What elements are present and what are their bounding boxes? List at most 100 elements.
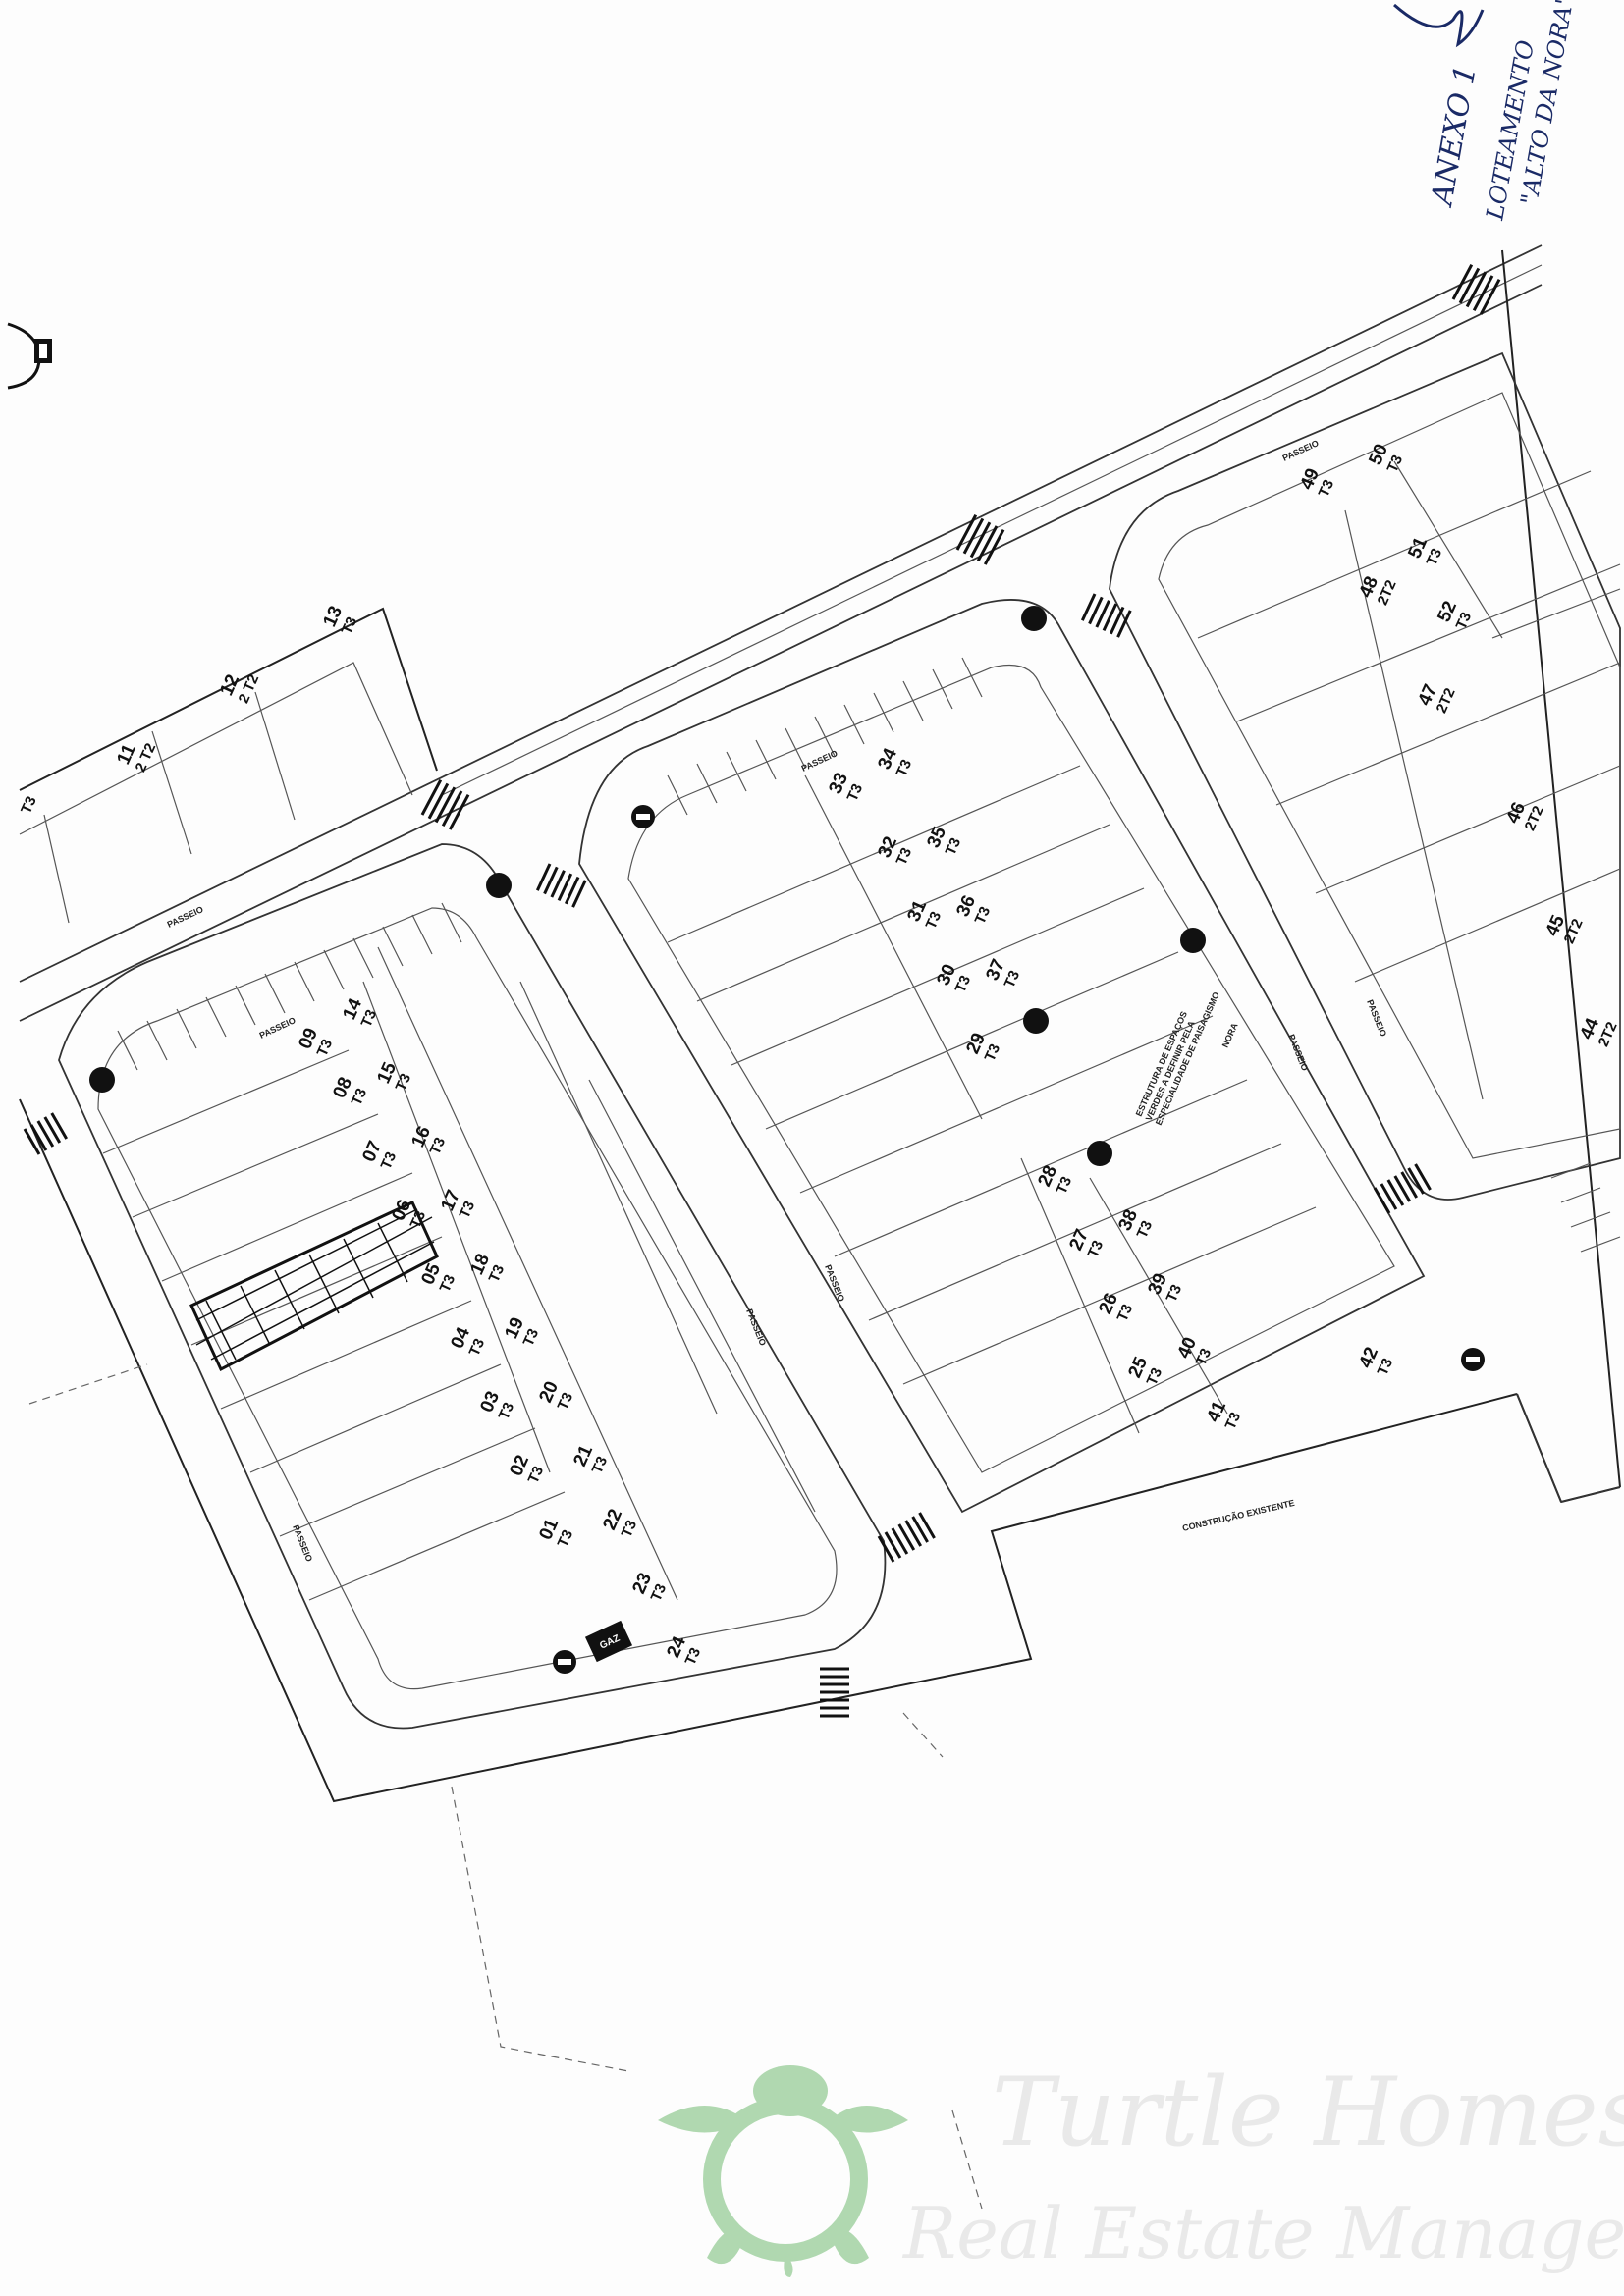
lot-typology: T3 [943, 835, 965, 858]
lot-typology: T3 [972, 904, 995, 927]
nora-label: NORA [1220, 1021, 1240, 1049]
lot-typology: T3 [339, 614, 361, 637]
construcao-label: CONSTRUÇÃO EXISTENTE [1181, 1498, 1295, 1533]
lot-typology: T3 [1375, 1356, 1397, 1378]
lot-typology: T3 [1453, 610, 1476, 632]
lot-typology: T3 [893, 757, 916, 779]
lot-typology: T3 [496, 1400, 518, 1422]
lot-label: 112 T2 [113, 741, 160, 774]
svg-text:PASSEIO: PASSEIO [800, 748, 839, 774]
lot-typology: T3 [1054, 1174, 1076, 1197]
lot-typology: T3 [349, 1086, 371, 1108]
lot-typology: T3 [923, 909, 946, 932]
tree-icon [1023, 1008, 1049, 1034]
tree-icon [1021, 606, 1047, 631]
lot-typology: T3 [393, 1071, 415, 1094]
svg-text:PASSEIO: PASSEIO [291, 1523, 314, 1563]
lot-typology: T3 [466, 1336, 489, 1359]
lot-typology: T3 [437, 1272, 460, 1295]
green-space-note: ESTRUTURA DE ESPAÇOS VERDES A DEFINIR PE… [1134, 990, 1221, 1127]
tree-icon [1180, 928, 1206, 953]
lot-typology: T3 [407, 1208, 430, 1231]
trees [89, 606, 1206, 1166]
lot-typology: T3 [682, 1645, 705, 1668]
block-b [578, 599, 1426, 1514]
lot-typology: T3 [555, 1390, 577, 1413]
utility-markers [553, 805, 1485, 1674]
lot-label: 122 T2 [216, 671, 262, 706]
turtle-logo-icon [658, 2065, 908, 2277]
crosswalks [23, 263, 1501, 1718]
lot-typology: 2 T2 [133, 741, 160, 774]
lot-typology: T3 [952, 973, 975, 995]
lot-typology: T3 [982, 1041, 1004, 1064]
lot-typology: T3 [520, 1326, 543, 1349]
lot-typology: T3 [1222, 1410, 1245, 1432]
lot-typology: T3 [1384, 453, 1407, 475]
signature [1393, 3, 1485, 48]
survey-lines [28, 1363, 983, 2210]
compass-icon [7, 322, 52, 390]
lot-typology: T3 [1164, 1282, 1186, 1305]
upper-left-strip [19, 607, 438, 924]
svg-text:Turtle Homes: Turtle Homes [992, 2057, 1624, 2167]
turtle-homes-watermark: Turtle Homes Real Estate Management [658, 2057, 1624, 2277]
lot-typology: T3 [314, 1037, 337, 1059]
lot-typology: T3 [486, 1262, 509, 1285]
tree-icon [1087, 1141, 1112, 1166]
lot-typology: T3 [427, 1135, 450, 1157]
lot-typology: T3 [619, 1518, 641, 1540]
main-road [19, 244, 1543, 1022]
lot-typology: T3 [1134, 1218, 1157, 1241]
lot-typology: T3 [589, 1454, 612, 1476]
annex-annotation: ANEXO 1 LOTEAMENTO "ALTO DA NORA" [1393, 0, 1580, 223]
lot-typology: T3 [648, 1581, 671, 1604]
lot-typology: T3 [358, 1007, 381, 1030]
annex-title: ANEXO 1 [1425, 63, 1484, 211]
lot-typology: T3 [1085, 1238, 1108, 1260]
lot-typology: T3 [1001, 968, 1024, 990]
svg-text:PASSEIO: PASSEIO [744, 1308, 768, 1347]
